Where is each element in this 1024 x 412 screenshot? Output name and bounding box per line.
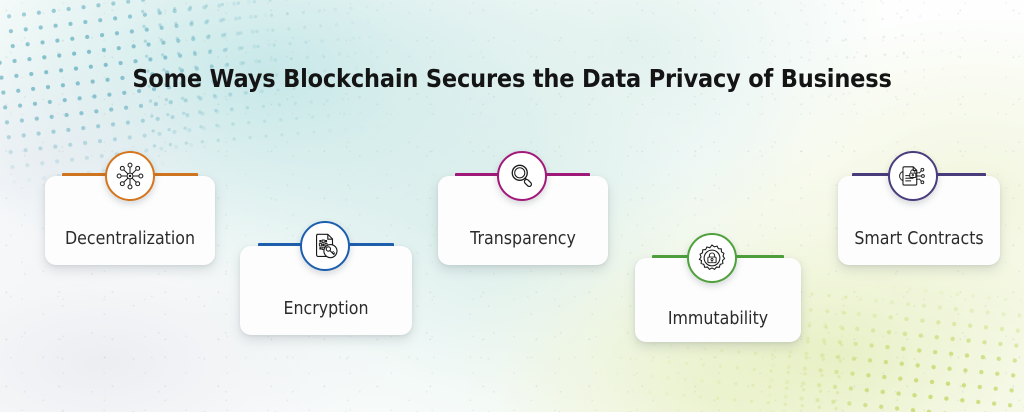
encrypted-document-key-icon	[300, 221, 350, 271]
network-nodes-icon	[105, 151, 155, 201]
feature-card-label: Decentralization	[64, 228, 196, 249]
feature-card-label: Smart Contracts	[854, 228, 984, 249]
smart-contract-icon	[888, 151, 938, 201]
feature-card-label: Transparency	[470, 228, 576, 249]
feature-card-label: Encryption	[283, 298, 369, 319]
feature-card-label: Immutability	[667, 308, 769, 329]
page-title: Some Ways Blockchain Secures the Data Pr…	[132, 64, 892, 93]
magnifying-glass-icon	[497, 151, 547, 201]
gear-lock-icon	[687, 233, 737, 283]
